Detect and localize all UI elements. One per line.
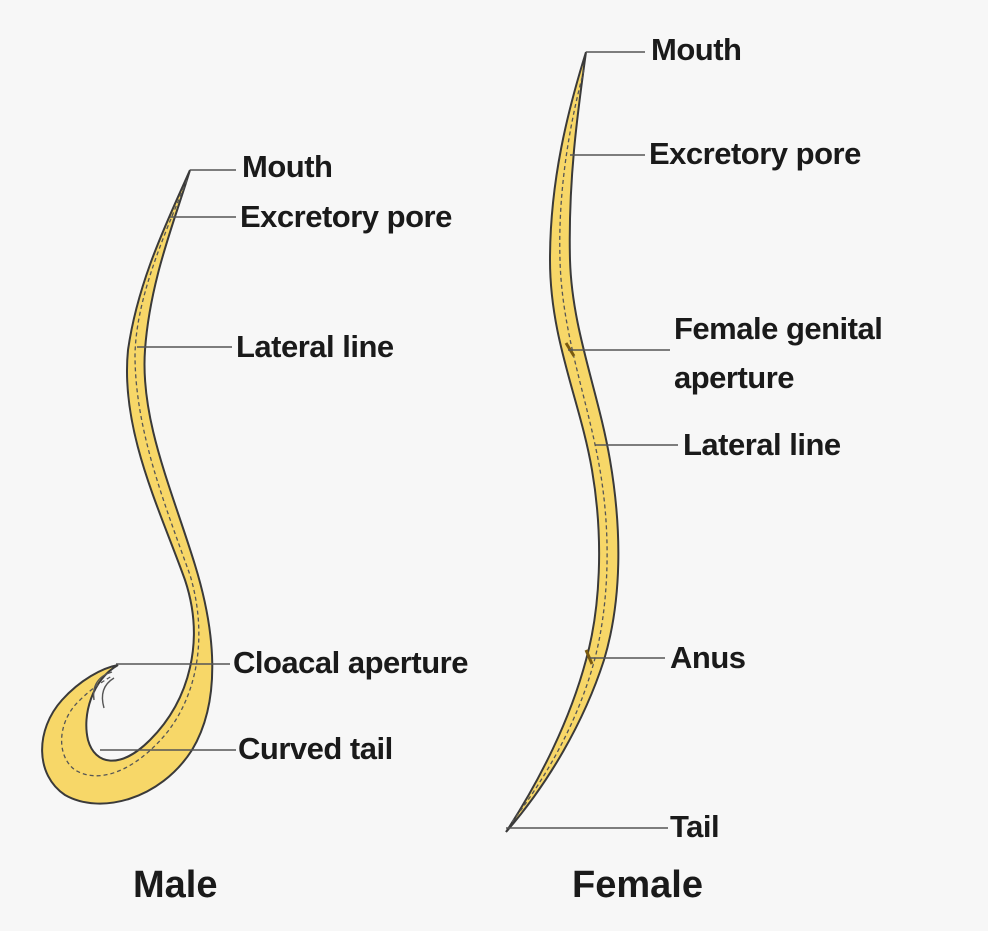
female-mouth-label: Mouth — [651, 33, 741, 67]
female-lateral-line-label: Lateral line — [683, 428, 841, 462]
female-genital-aperture-label-line2: aperture — [674, 361, 794, 395]
male-curved-tail-label: Curved tail — [238, 732, 393, 766]
female-title: Female — [572, 865, 703, 905]
male-lateral-line-label: Lateral line — [236, 330, 394, 364]
female-excretory-pore-label: Excretory pore — [649, 137, 861, 171]
female-worm — [506, 52, 618, 832]
male-worm — [42, 170, 212, 804]
female-anus-label: Anus — [670, 641, 746, 675]
male-cloacal-aperture-label: Cloacal aperture — [233, 646, 468, 680]
male-mouth-label: Mouth — [242, 150, 332, 184]
female-tail-label: Tail — [670, 810, 719, 844]
male-worm-body — [42, 170, 212, 804]
male-excretory-pore-label: Excretory pore — [240, 200, 452, 234]
female-worm-body — [506, 52, 618, 832]
male-title: Male — [133, 865, 217, 905]
female-genital-aperture-label-line1: Female genital — [674, 312, 882, 346]
